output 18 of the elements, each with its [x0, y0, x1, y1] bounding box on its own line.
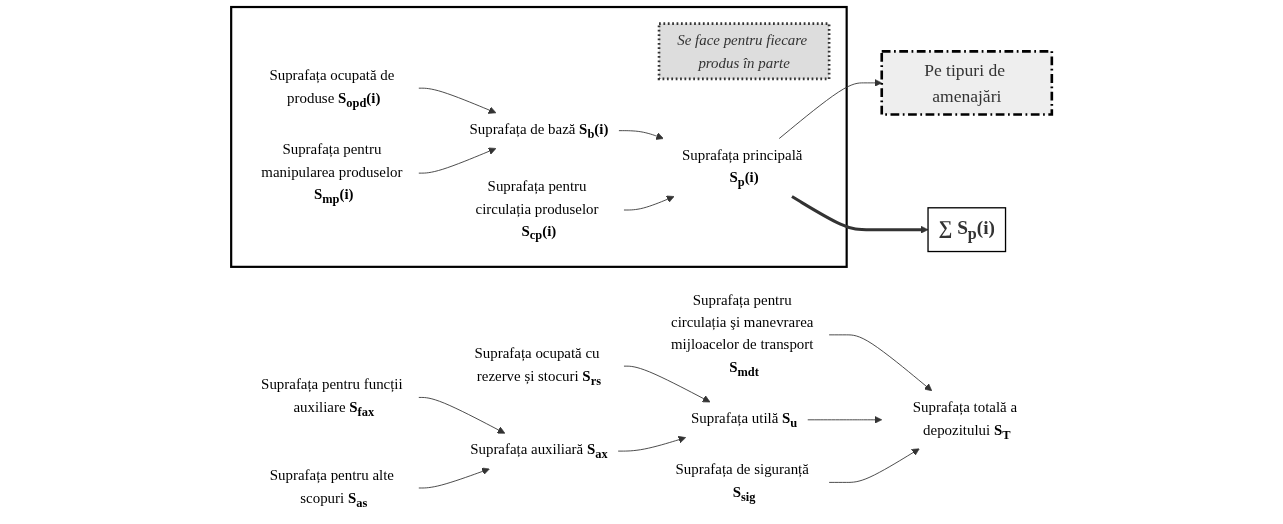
node-text: Suprafața ocupată de produse S$_{opd}$(i): [269, 67, 395, 110]
node-text: Suprafața de siguranță S$_{sig}$: [675, 461, 809, 504]
node-text: Suprafața utilă S$_{u}$: [690, 409, 798, 430]
node-text: Suprafața auxiliară S$_{ax}$: [470, 441, 608, 461]
arrow: [791, 195, 929, 234]
node-text: Suprafața ocupată cu rezerve și stocuri S$_{rs}$: [474, 345, 601, 388]
cluster: [230, 5, 848, 268]
node-box: ∑ S$_{p}$(i): [927, 207, 1007, 253]
node-text: Suprafața pentru circulația produselor S$_{cp}$(i): [475, 177, 599, 243]
node-box: Se face pentru fiecare produs în parte: [657, 22, 831, 81]
node-text: Suprafața pentru funcții auxiliare S$_{fax}$: [261, 376, 403, 419]
node-text: Suprafața principală S$_{p}$(i): [682, 146, 803, 189]
node-text: Suprafața pentru alte scopuri S$_{as}$: [269, 466, 394, 509]
node-text: Suprafața pentru circulația şi manevrarea mijloacelor de transport S$_{mdt}$: [671, 291, 814, 379]
node-text: Suprafața pentru manipularea produselor S$_{mp}$(i): [261, 140, 403, 206]
node-text: Suprafața de bază S$_{b}$(i): [469, 120, 609, 141]
node-box: Pe tipuri de amenajări: [880, 50, 1054, 116]
node-text: Suprafața totală a depozitului S$_{T}$: [912, 398, 1018, 441]
